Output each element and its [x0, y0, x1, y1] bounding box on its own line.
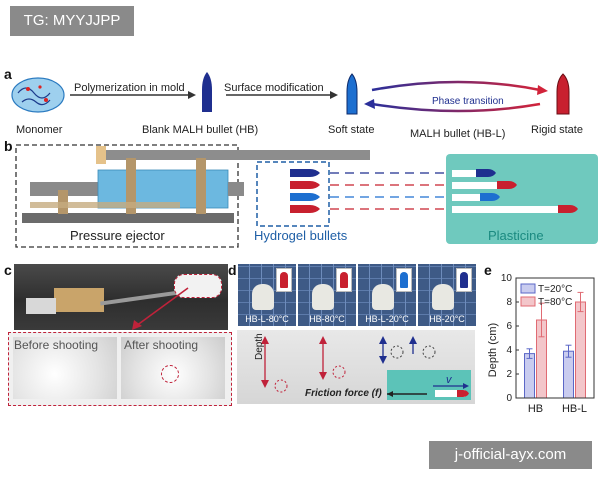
rigid-state-label: Rigid state [531, 124, 583, 136]
y-tick-label: 8 [506, 297, 512, 308]
monomer-blob-icon [11, 77, 65, 113]
phase-arrow-top-icon [371, 80, 541, 92]
y-tick-label: 4 [506, 345, 512, 356]
ejector-rod [98, 150, 370, 160]
after-photo [121, 337, 225, 399]
soft-bullet-icon [346, 73, 358, 115]
embedded-bullet-icons [476, 169, 578, 213]
ejector-base [22, 213, 234, 223]
soft-state-label: Soft state [328, 124, 375, 136]
blank-bullet-label: Blank MALH bullet (HB) [142, 124, 259, 136]
ejector-cylinder [97, 169, 229, 209]
after-label: After shooting [124, 338, 199, 352]
rigid-bullet-icon [556, 73, 570, 115]
plasticine-label: Plasticine [488, 228, 544, 243]
tile-0: HB-L-80°C [238, 264, 296, 326]
before-photo [13, 337, 117, 399]
depth-chart: 0 2 4 6 8 10 HB HB-L T=20°C T=80°C Depth (cm) [487, 273, 595, 415]
panel-d-label: d [228, 262, 237, 278]
depth-label: Depth [254, 333, 265, 360]
legend-label: T=80°C [538, 297, 572, 308]
watermark-bottom: j-official-ayx.com [429, 441, 592, 469]
tile-label: HB-L-20°C [365, 314, 409, 324]
category-label: HB [528, 403, 543, 415]
y-tick-label: 10 [501, 273, 513, 284]
legend-label: T=20°C [538, 284, 572, 295]
legend-swatch [520, 296, 536, 307]
y-tick-label: 2 [506, 369, 512, 380]
pointer-arrow-icon [132, 287, 189, 330]
panel-b-diagram [15, 144, 598, 248]
before-label: Before shooting [14, 338, 99, 352]
chart-frame [515, 277, 595, 399]
watermark-top: TG: MYYJJPP [10, 6, 134, 36]
bar [563, 350, 574, 399]
y-tick-label: 0 [506, 393, 512, 404]
ejector-label: Pressure ejector [70, 228, 165, 243]
y-tick-label: 6 [506, 321, 512, 332]
friction-label: Friction force (f) [305, 388, 382, 399]
bullet-row-icons [290, 169, 320, 213]
tile-label: HB-20°C [429, 314, 465, 324]
step1-label: Polymerization in mold [74, 82, 185, 94]
phase-arrow-bottom-icon [371, 102, 541, 113]
chart-ylabel: Depth (cm) [487, 323, 499, 377]
shooting-comparison-box [8, 332, 232, 406]
bar [575, 301, 586, 399]
bar [524, 353, 535, 399]
shooting-setup-photo [14, 264, 228, 330]
transition-label: Phase transition [432, 96, 504, 107]
depth-annotations [261, 336, 471, 400]
tile-label: HB-L-80°C [245, 314, 289, 324]
tile-label: HB-80°C [309, 314, 345, 324]
category-label: HB-L [562, 403, 587, 415]
panel-c-label: c [4, 262, 12, 278]
step2-label: Surface modification [224, 82, 324, 94]
panel-e-label: e [484, 262, 492, 278]
tile-2: HB-L-20°C [358, 264, 416, 326]
panel-b-label: b [4, 138, 13, 154]
panel-a-label: a [4, 66, 12, 82]
velocity-label: v [446, 374, 452, 386]
bullets-box [256, 161, 330, 227]
blank-bullet-icon [202, 72, 212, 112]
panel-a-diagram [11, 72, 570, 115]
bullets-label: Hydrogel bullets [254, 228, 348, 243]
tile-1: HB-80°C [298, 264, 356, 326]
legend-swatch [520, 283, 536, 294]
tile-3: HB-20°C [418, 264, 476, 326]
malh-label: MALH bullet (HB-L) [410, 128, 506, 140]
monomer-label: Monomer [16, 124, 63, 136]
